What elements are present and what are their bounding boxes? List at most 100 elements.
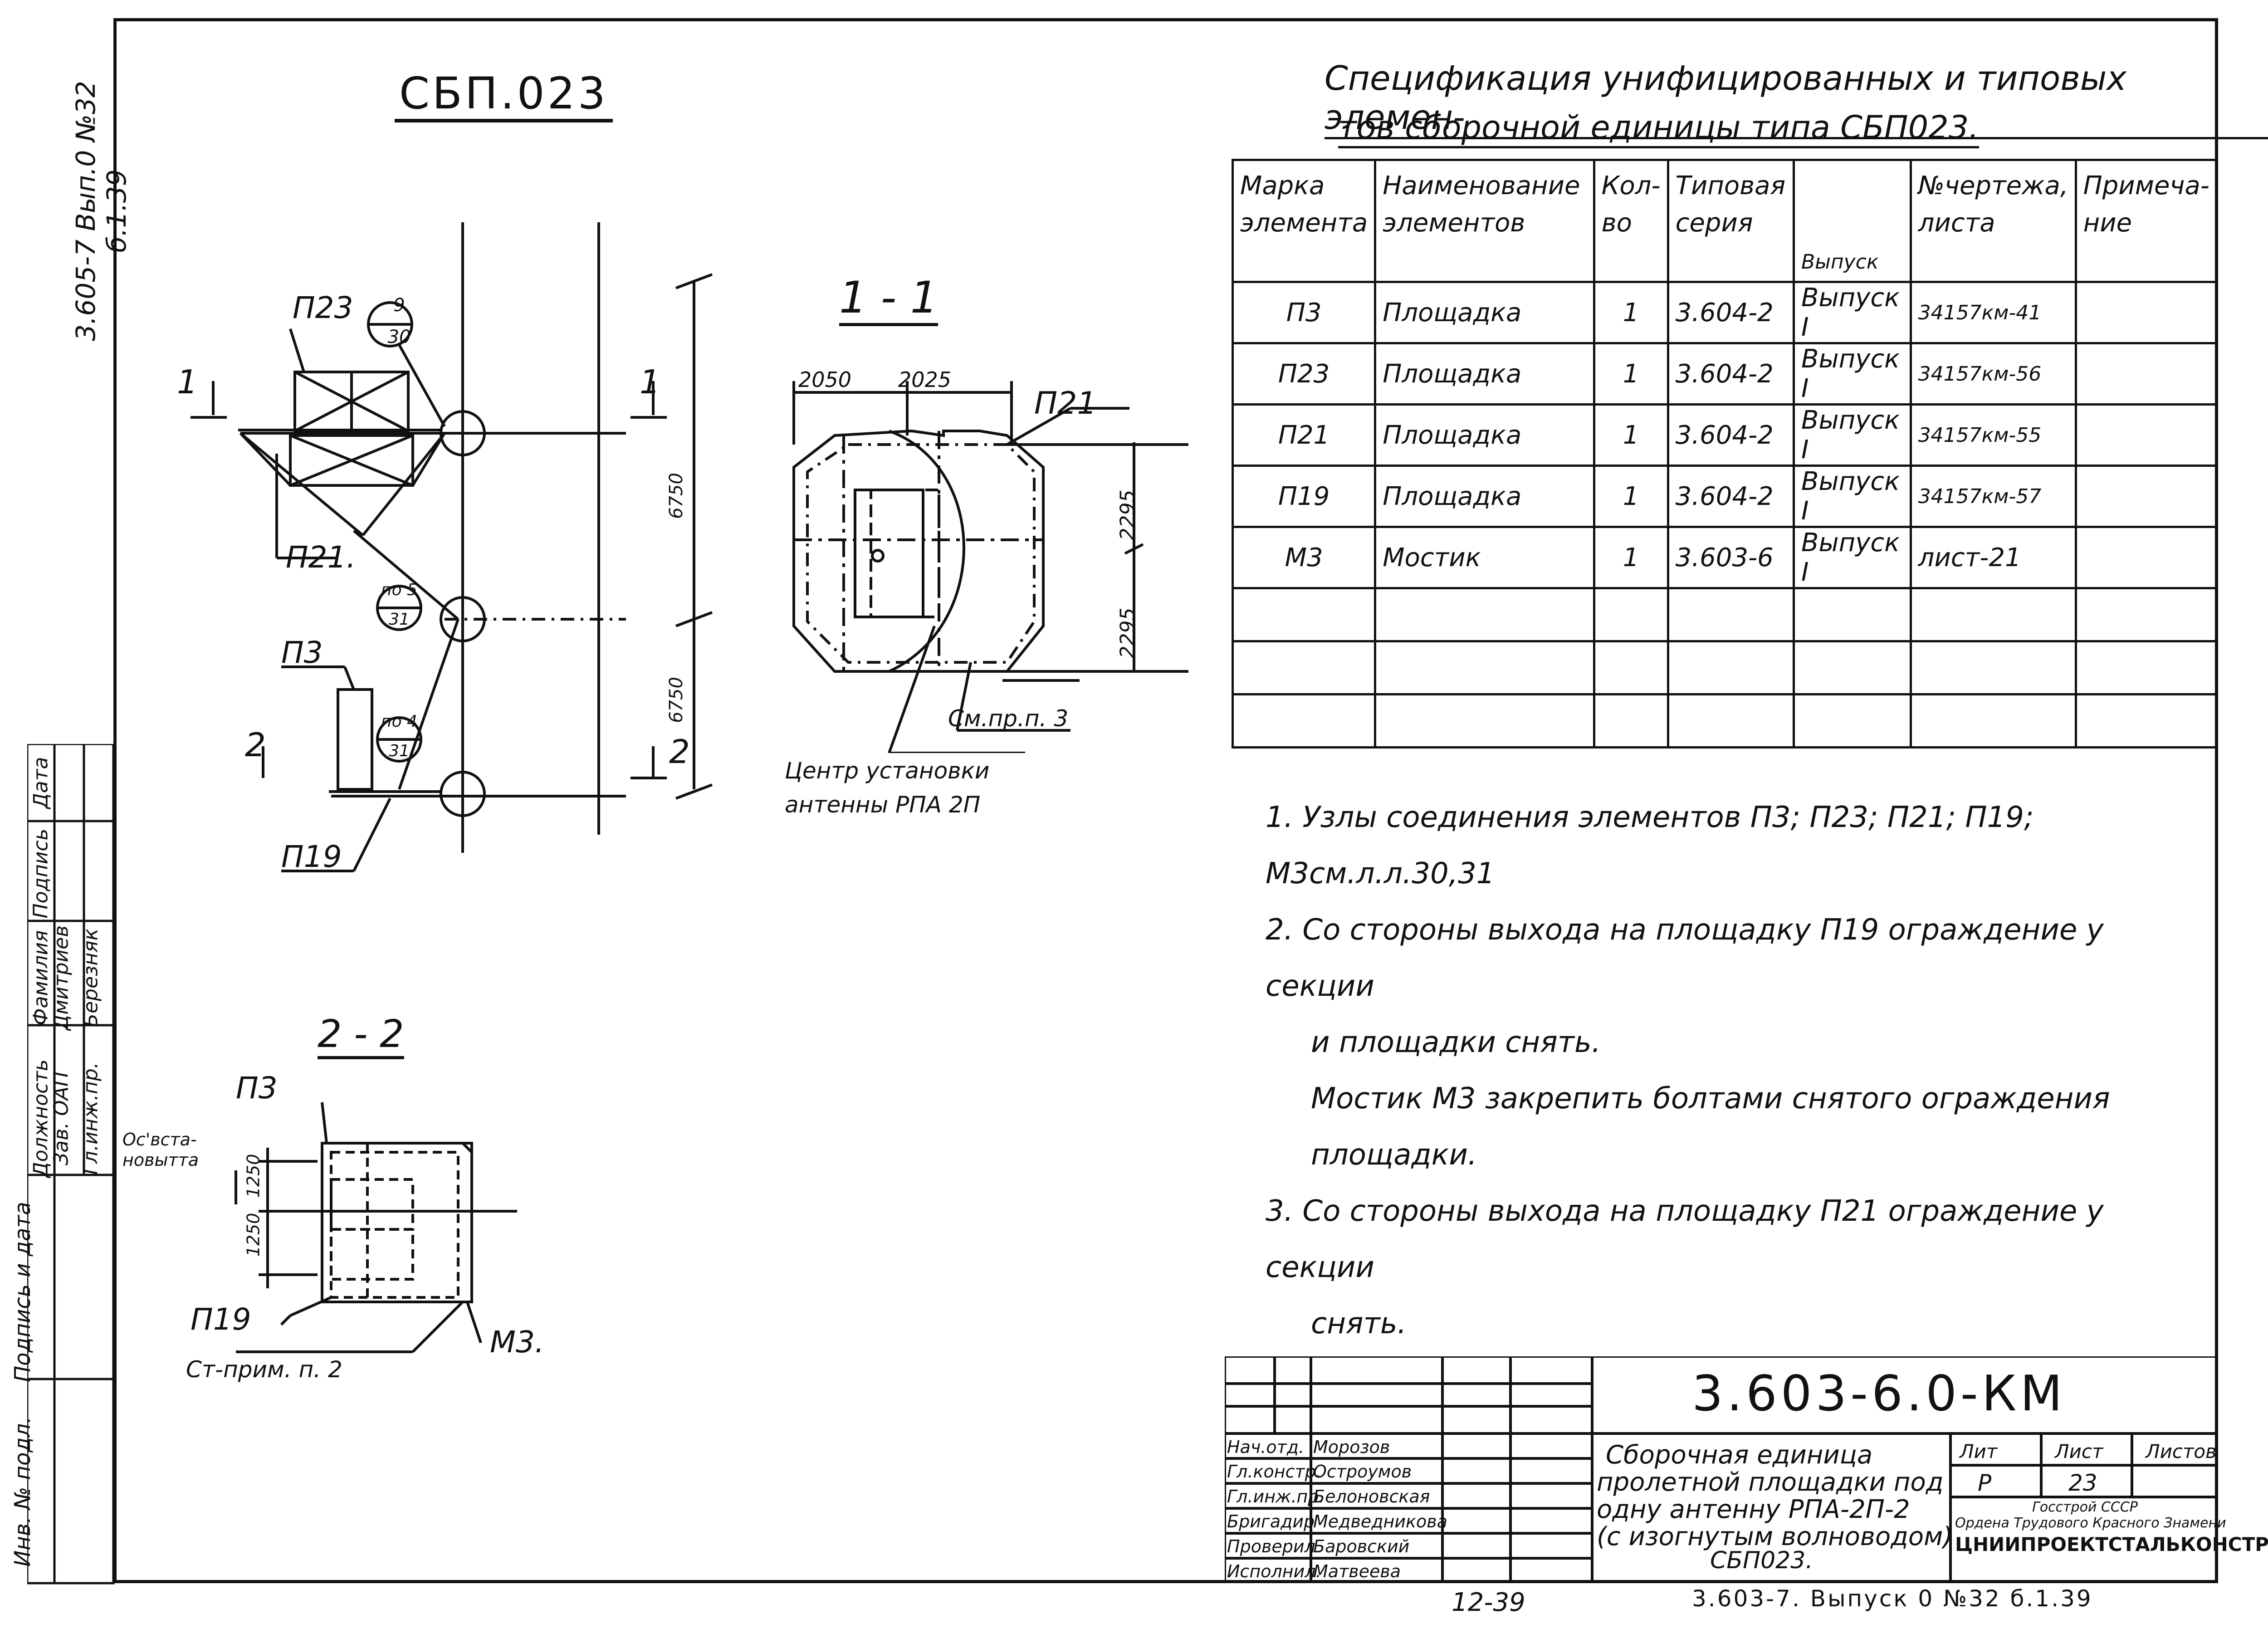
bubble-2-top: по 5 bbox=[381, 581, 417, 599]
spec-h-qty: Кол-во bbox=[1593, 159, 1669, 283]
spec-cell bbox=[1909, 640, 2077, 695]
tb-lit-value: Р bbox=[1978, 1470, 1992, 1496]
spec-cell: 3.604-2 bbox=[1667, 465, 1795, 528]
section-mark-1-right: 1 bbox=[640, 363, 660, 401]
spec-cell bbox=[1792, 693, 1912, 748]
note-line: Мостик М3 закрепить болтами снятого огра… bbox=[1311, 1082, 2110, 1115]
spec-cell: Выпуск I bbox=[1792, 281, 1912, 344]
dim-2050: 2050 bbox=[798, 367, 852, 392]
tb-sheet-value: 23 bbox=[2068, 1470, 2097, 1496]
side-code: 3.605-7 Вып.0 №32 б.1.39 bbox=[70, 39, 132, 383]
spec-cell bbox=[1667, 693, 1795, 748]
section-mark-1-left: 1 bbox=[177, 363, 198, 401]
tb-org-3: ЦНИИПРОЕКТСТАЛЬКОНСТРУКЦИЯ bbox=[1955, 1533, 2268, 1556]
tb-desc-3: одну антенну РПА-2П-2 bbox=[1597, 1495, 1910, 1524]
spec-cell: 3.604-2 bbox=[1667, 342, 1795, 406]
spec-row bbox=[1231, 640, 2219, 695]
stamp-inv: Инв. № подл. bbox=[10, 1416, 35, 1567]
section-2-2-drawing bbox=[235, 1102, 517, 1353]
tb-org-1: Госстрой СССР bbox=[2032, 1499, 2138, 1515]
spec-cell: 3.604-2 bbox=[1667, 403, 1795, 467]
spec-cell: 1 bbox=[1593, 526, 1669, 589]
spec-cell bbox=[1593, 693, 1669, 748]
stamp-sign-date: Подпись и дата bbox=[10, 1202, 35, 1382]
section-1-1-title: 1 - 1 bbox=[839, 272, 938, 326]
spec-title-2: тов сборочной единицы типа СБП023. bbox=[1338, 109, 1979, 148]
spec-cell: 34157км-41 bbox=[1909, 281, 2077, 344]
spec-h-note: Примеча-ние bbox=[2074, 159, 2219, 283]
spec-cell bbox=[1231, 640, 1377, 695]
spec-cell: 1 bbox=[1593, 465, 1669, 528]
spec-cell: 34157км-56 bbox=[1909, 342, 2077, 406]
note-ref-2: Ст-прим. п. 2 bbox=[186, 1356, 342, 1383]
spec-cell bbox=[1792, 587, 1912, 642]
spec-cell: 3.603-6 bbox=[1667, 526, 1795, 589]
spec-cell bbox=[2074, 693, 2219, 748]
dim-2295-b: 2295 bbox=[1116, 607, 1139, 659]
tb-person-role-6: Исполнил. bbox=[1227, 1561, 1321, 1581]
tb-desc-5: СБП023. bbox=[1710, 1547, 1813, 1574]
spec-cell: 34157км-55 bbox=[1909, 403, 2077, 467]
tb-desc-2: пролетной площадки под bbox=[1597, 1468, 1944, 1497]
spec-cell bbox=[2074, 526, 2219, 589]
spec-cell bbox=[1667, 587, 1795, 642]
stamp-col-post: Должность bbox=[29, 1059, 53, 1178]
stamp-name-1: Дмитриев bbox=[49, 925, 73, 1031]
center-label-2: антенны РПА 2П bbox=[785, 792, 981, 818]
tb-person-name-6: Матвеева bbox=[1313, 1561, 1401, 1581]
spec-cell bbox=[1593, 640, 1669, 695]
bubble-3-top: по 4 bbox=[381, 712, 417, 731]
label-p23: П23 bbox=[293, 290, 353, 325]
label-p19-22: П19 bbox=[191, 1302, 251, 1337]
spec-h-series: Типовая серия bbox=[1667, 159, 1795, 283]
tb-person-role-4: Бригадир bbox=[1227, 1512, 1315, 1531]
spec-header-row: Марка элемента Наименование элементов Ко… bbox=[1231, 159, 2219, 283]
section-1-1-title-text: 1 - 1 bbox=[839, 272, 938, 323]
drawing-title: СБП.023 bbox=[395, 68, 613, 122]
spec-cell bbox=[1374, 587, 1595, 642]
dim-1250-b: 1250 bbox=[243, 1213, 264, 1257]
tb-org-2: Ордена Трудового Красного Знамени bbox=[1955, 1515, 2226, 1531]
bubble-1-top: 9 bbox=[393, 295, 405, 316]
stamp-post-2: Гл.инж.пр. bbox=[79, 1062, 103, 1175]
note-line: и площадки снять. bbox=[1311, 1026, 1601, 1059]
spec-table: Марка элемента Наименование элементов Ко… bbox=[1231, 159, 2219, 748]
label-p3-22: П3 bbox=[236, 1071, 278, 1106]
side-label-2: новытта bbox=[122, 1150, 199, 1170]
spec-cell bbox=[1231, 693, 1377, 748]
spec-h-issue: Выпуск bbox=[1792, 159, 1912, 283]
spec-cell bbox=[1593, 587, 1669, 642]
spec-cell: П21 bbox=[1231, 403, 1377, 467]
center-label-1: Центр установки bbox=[785, 758, 990, 784]
stamp-name-2: Березняк bbox=[79, 928, 103, 1027]
spec-cell bbox=[2074, 587, 2219, 642]
tb-sheets-label: Листов bbox=[2146, 1440, 2217, 1463]
tb-person-name-1: Морозов bbox=[1313, 1437, 1390, 1457]
spec-cell: Площадка bbox=[1374, 403, 1595, 467]
spec-cell bbox=[1667, 640, 1795, 695]
spec-cell: 34157км-57 bbox=[1909, 465, 2077, 528]
bubble-3-bot: 31 bbox=[389, 742, 410, 760]
dim-lower: 6750 bbox=[665, 677, 687, 723]
note-line: 1. Узлы соединения элементов П3; П23; П2… bbox=[1266, 801, 2034, 890]
spec-cell: П3 bbox=[1231, 281, 1377, 344]
label-m3-22: М3. bbox=[490, 1325, 544, 1360]
tb-bottom-code: 3.603-7. Выпуск 0 №32 б.1.39 bbox=[1692, 1585, 2093, 1612]
spec-cell: Площадка bbox=[1374, 465, 1595, 528]
dim-2295-a: 2295 bbox=[1116, 489, 1139, 541]
spec-cell: 1 bbox=[1593, 342, 1669, 406]
bubble-2-bot: 31 bbox=[389, 610, 410, 629]
spec-cell: 1 bbox=[1593, 281, 1669, 344]
stamp-post-1: Зав. ОАП bbox=[49, 1071, 73, 1165]
spec-cell: Выпуск I bbox=[1792, 465, 1912, 528]
note-line: 2. Со стороны выхода на площадку П19 огр… bbox=[1266, 913, 2104, 1003]
drawing-title-text: СБП.023 bbox=[399, 68, 608, 119]
section-2-2-title-text: 2 - 2 bbox=[318, 1012, 404, 1056]
tb-person-name-2: Остроумов bbox=[1313, 1462, 1412, 1482]
spec-cell bbox=[1792, 640, 1912, 695]
